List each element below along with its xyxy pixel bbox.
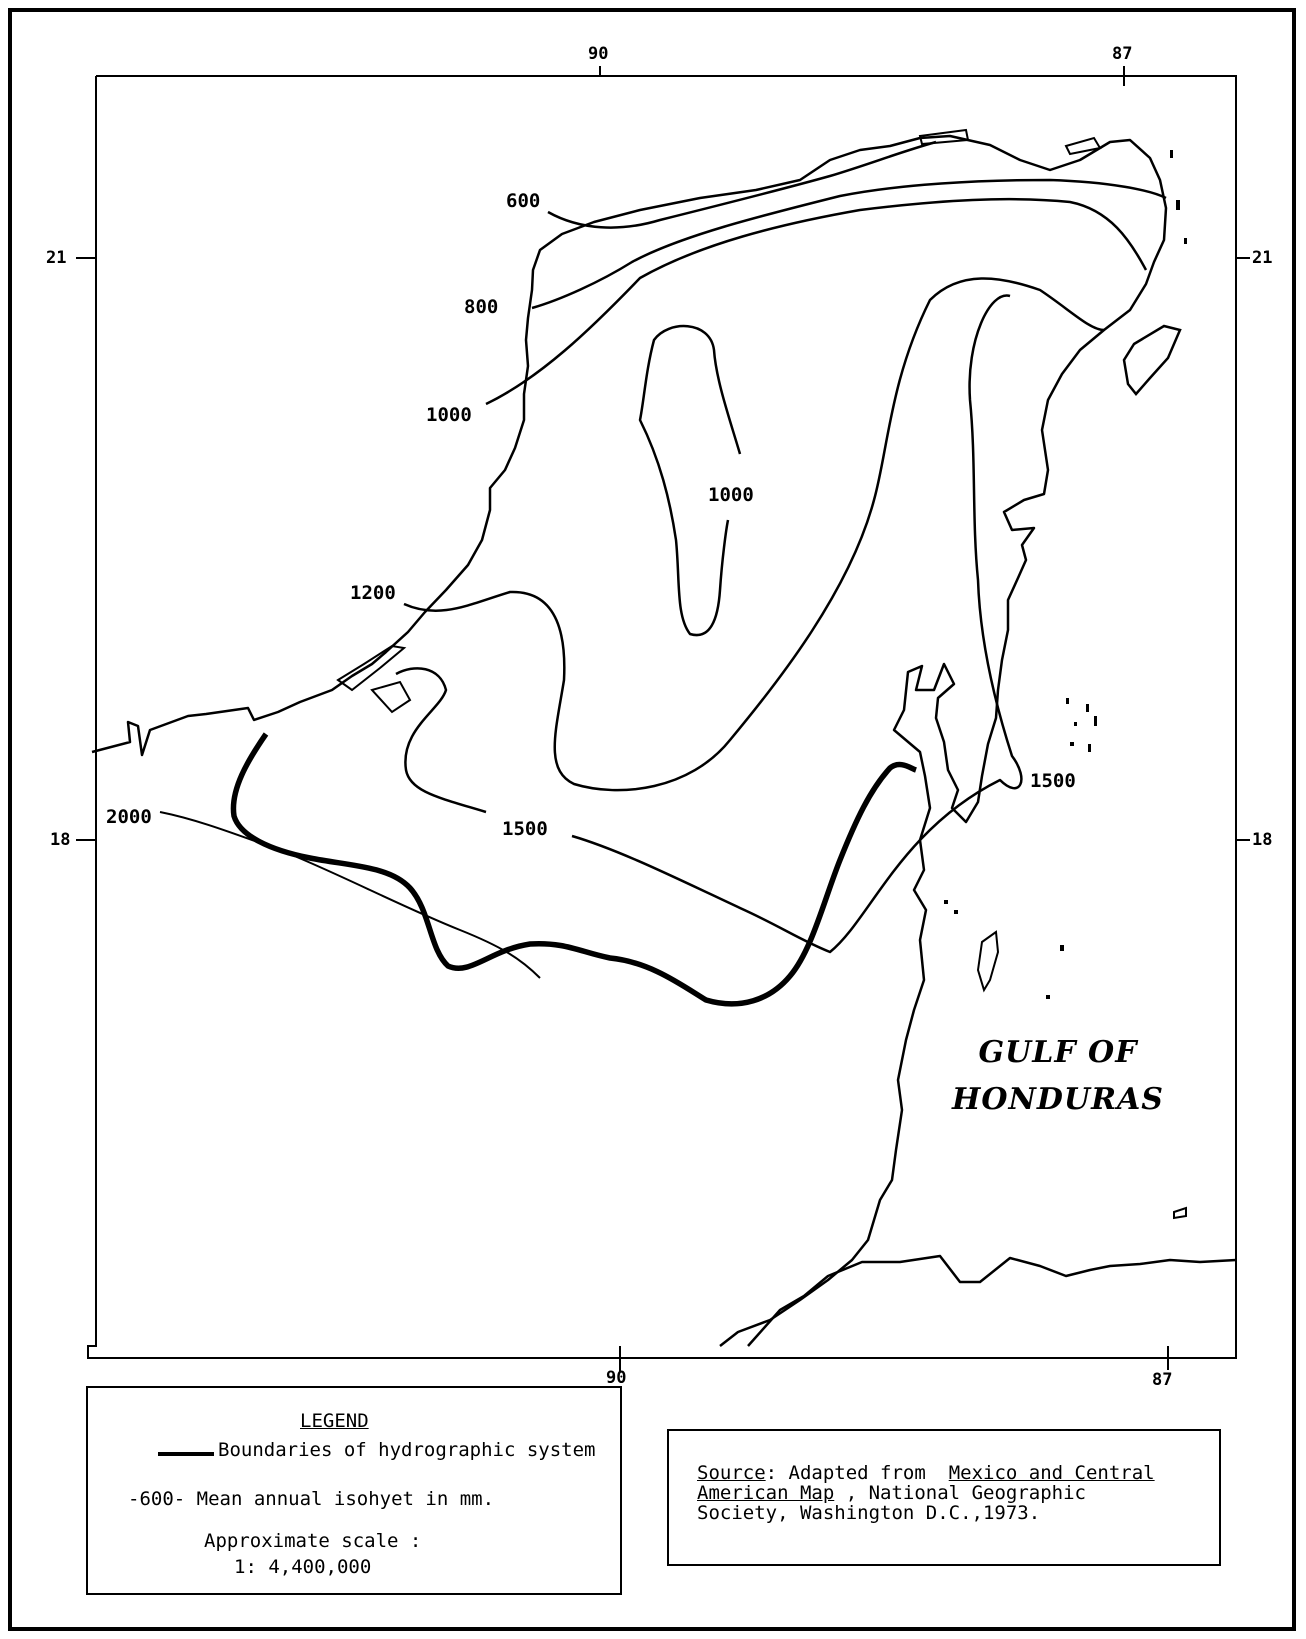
- legend-scale-value: 1: 4,400,000: [234, 1556, 372, 1578]
- longitude-label-90-bottom: 90: [606, 1368, 627, 1388]
- longitude-label-87-top: 87: [1112, 44, 1133, 64]
- isohyet-label-1500-east: 1500: [1030, 770, 1076, 792]
- isohyet-1000-west: [485, 197, 1148, 406]
- isohyet-1200: [403, 277, 1105, 792]
- source-box: Source: Adapted from Mexico and Central …: [667, 1429, 1221, 1566]
- legend-boundary-line-sample: [158, 1452, 214, 1456]
- source-map-title-a: Mexico and Central: [948, 1462, 1155, 1484]
- isohyet-label-2000: 2000: [106, 806, 152, 828]
- legend-box: LEGEND Boundaries of hydrographic system…: [86, 1386, 622, 1595]
- legend-title: LEGEND: [300, 1410, 369, 1432]
- source-text-b: , National Geographic: [845, 1482, 1086, 1504]
- latitude-label-18-right: 18: [1252, 830, 1273, 850]
- source-map-title-b: American Map: [697, 1482, 835, 1504]
- legend-boundary-item: Boundaries of hydrographic system: [218, 1439, 596, 1461]
- source-label: Source: [697, 1462, 766, 1484]
- legend-isohyet-item: -600- Mean annual isohyet in mm.: [128, 1488, 495, 1510]
- longitude-label-90-top: 90: [588, 44, 609, 64]
- source-line-2: American Map , National Geographic: [697, 1483, 1219, 1503]
- belize-key: [976, 930, 1000, 993]
- legend-scale-label: Approximate scale :: [204, 1530, 422, 1552]
- hydrographic-boundary: [230, 732, 918, 1007]
- isohyet-label-1000-center: 1000: [708, 484, 754, 506]
- yucatan-coastline: [91, 134, 1168, 1347]
- latitude-label-21-left: 21: [46, 248, 67, 268]
- isohyet-800: [531, 178, 1167, 310]
- east-key: [1064, 136, 1102, 156]
- isohyet-600: [547, 140, 937, 229]
- isohyet-1000-center: [638, 324, 742, 637]
- longitude-label-87-bottom: 87: [1152, 1370, 1173, 1390]
- source-line-1: Source: Adapted from Mexico and Central: [697, 1462, 1155, 1484]
- source-text-a: Adapted from: [788, 1462, 926, 1484]
- northern-key: [918, 128, 970, 146]
- gulf-label-line2: HONDURAS: [952, 1081, 1164, 1117]
- cozumel-island: [1122, 324, 1182, 396]
- southern-coastline: [747, 1254, 1237, 1347]
- isohyet-lines: [159, 140, 1167, 979]
- isohyet-label-600: 600: [506, 190, 541, 212]
- isohyet-label-1500-center: 1500: [502, 818, 548, 840]
- latitude-label-21-right: 21: [1252, 248, 1273, 268]
- isohyet-1500-west: [395, 667, 487, 814]
- isohyet-label-800: 800: [464, 296, 499, 318]
- gulf-of-honduras-label: GULF OF HONDURAS: [952, 1030, 1164, 1123]
- source-line-3: Society, Washington D.C.,1973.: [697, 1502, 1041, 1524]
- gulf-label-line1: GULF OF: [978, 1035, 1138, 1070]
- isohyet-label-1200: 1200: [350, 582, 396, 604]
- lagoon-islands: [336, 644, 412, 714]
- isohyet-2000: [159, 811, 541, 979]
- south-key: [1173, 1206, 1187, 1220]
- map-frame: [87, 75, 1237, 1359]
- reef-dots: [944, 150, 1187, 999]
- latitude-label-18-left: 18: [50, 830, 71, 850]
- page-frame: [8, 8, 1296, 1631]
- coordinate-ticks: [76, 66, 1250, 1372]
- isohyet-1500: [571, 294, 1023, 954]
- isohyet-label-1000-west: 1000: [426, 404, 472, 426]
